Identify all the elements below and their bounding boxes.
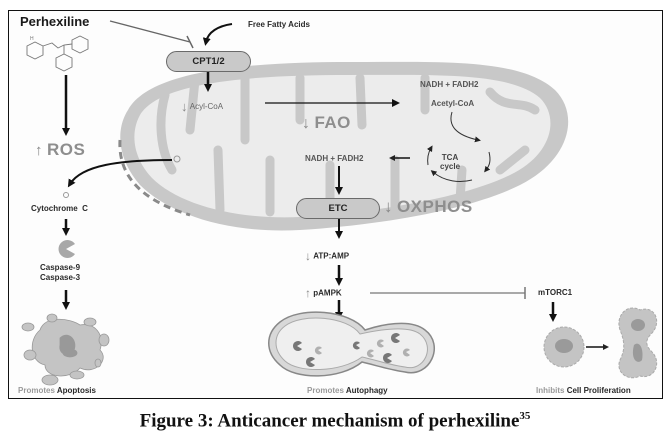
perhexiline-structure-icon: H <box>26 35 89 72</box>
etc-node: ETC <box>296 198 380 219</box>
caspase-labels: Caspase-9 Caspase-3 <box>40 263 80 283</box>
autophagy-cell-icon <box>268 311 435 377</box>
drug-label: Perhexiline <box>20 14 90 29</box>
caspase-3-label: Caspase-3 <box>40 273 81 282</box>
pampk-node: ↑ pAMPK <box>305 286 342 300</box>
outcome-term: Cell Proliferation <box>566 386 631 395</box>
ros-node: ↑ ROS <box>35 140 85 160</box>
mitochondrion <box>118 61 569 231</box>
outcome-autophagy: Promotes Autophagy <box>307 386 388 395</box>
outcome-proliferation: Inhibits Cell Proliferation <box>536 386 631 395</box>
acyl-coa-label: Acyl-CoA <box>189 102 224 111</box>
figure-caption: Figure 3: Anticancer mechanism of perhex… <box>0 410 670 432</box>
outcome-apoptosis: Promotes Apoptosis <box>18 386 96 395</box>
nadh-fadh2-mid-label: NADH + FADH2 <box>305 154 364 163</box>
arrow-ros-cytochrome <box>67 159 173 188</box>
tca-line1: TCA <box>441 153 459 162</box>
inhibition-line-perhexiline-cpt <box>109 20 191 43</box>
ros-label: ROS <box>46 140 86 159</box>
cytochrome-c-label: Cytochrome C <box>31 204 88 213</box>
down-arrow-icon: ↓ <box>305 249 311 263</box>
caspase-enzyme-icon <box>58 240 75 259</box>
apoptotic-cell-icon <box>21 313 110 386</box>
outcome-prefix: Promotes <box>18 386 55 395</box>
outcome-prefix: Promotes <box>307 386 344 395</box>
pampk-label: pAMPK <box>313 288 342 298</box>
cpt-label: CPT1/2 <box>192 56 225 67</box>
fao-node: ↓ FAO <box>302 113 351 133</box>
free-fatty-acids-label: Free Fatty Acids <box>248 20 310 29</box>
fao-label: FAO <box>314 113 351 132</box>
acetyl-coa-label: Acetyl-CoA <box>431 99 475 108</box>
up-arrow-icon: ↑ <box>35 142 43 159</box>
down-arrow-icon: ↓ <box>302 115 310 132</box>
cell-proliferation-icon <box>543 307 658 379</box>
atp-amp-label: ATP:AMP <box>313 251 350 261</box>
tca-line2: cycle <box>440 162 461 171</box>
mtorc1-label: mTORC1 <box>538 288 573 297</box>
cpt-node: CPT1/2 <box>166 51 251 72</box>
outcome-term: Autophagy <box>345 386 388 395</box>
atp-amp-node: ↓ ATP:AMP <box>305 249 349 263</box>
outcome-term: Apoptosis <box>56 386 96 395</box>
etc-label: ETC <box>328 203 348 214</box>
down-arrow-icon: ↓ <box>384 197 393 216</box>
oxphos-label: OXPHOS <box>396 197 473 216</box>
outcome-prefix: Inhibits <box>536 386 565 395</box>
arrow-ffa-cpt <box>202 23 233 46</box>
caption-reference: 35 <box>519 410 531 422</box>
acyl-coa-node: ↓ Acyl-CoA <box>181 99 223 114</box>
svg-text:H: H <box>30 36 34 42</box>
down-arrow-icon: ↓ <box>181 99 188 114</box>
tca-cycle-label: TCA cycle <box>440 153 460 171</box>
caption-text: Figure 3: Anticancer mechanism of perhex… <box>139 410 520 432</box>
up-arrow-icon: ↑ <box>305 286 311 300</box>
oxphos-node: ↓ OXPHOS <box>384 197 473 217</box>
caspase-9-label: Caspase-9 <box>40 263 81 272</box>
nadh-fadh2-top-label: NADH + FADH2 <box>420 80 479 89</box>
